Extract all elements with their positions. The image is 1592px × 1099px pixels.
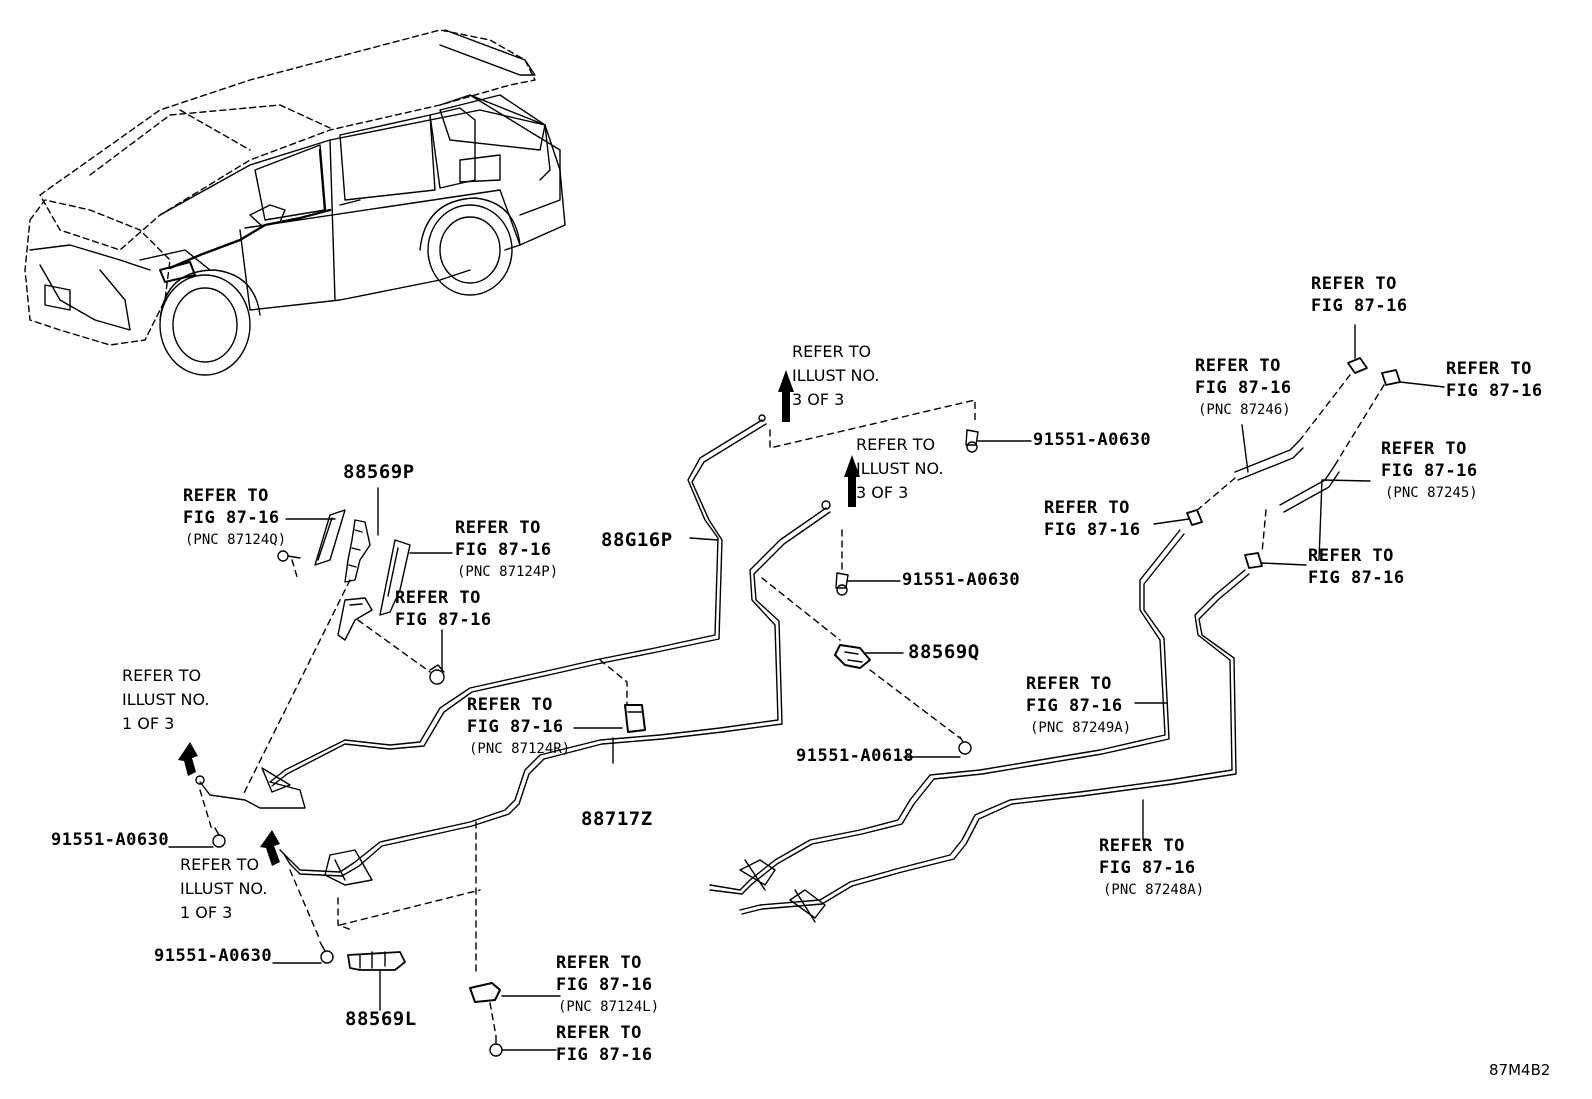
ref-line2: FIG 87-16 [1308, 568, 1405, 588]
ref-line2: FIG 87-16 [556, 975, 653, 995]
ref-line2: FIG 87-16 [1311, 296, 1408, 316]
left-group-drawing [195, 414, 831, 1057]
arrows [178, 370, 860, 866]
ref-line1: REFER TO [467, 695, 553, 715]
ref-line1: REFER TO [1381, 439, 1467, 459]
ref-pnc: (PNC 87246) [1198, 402, 1291, 418]
ref-line2: FIG 87-16 [1044, 520, 1141, 540]
middle-group-drawing [761, 399, 979, 755]
illust-line1: REFER TO [122, 666, 202, 685]
vehicle-illustration [24, 29, 566, 376]
illust-line3: 1 OF 3 [180, 903, 233, 922]
ref-line1: REFER TO [556, 1023, 642, 1043]
part-88569l-label[interactable]: 88569L [345, 1008, 417, 1030]
right-group-drawing [709, 357, 1401, 923]
ref-line2: FIG 87-16 [1099, 858, 1196, 878]
ref-line1: REFER TO [1044, 498, 1130, 518]
illust-line2: ILLUST NO. [122, 690, 210, 709]
ref-line1: REFER TO [1446, 359, 1532, 379]
ref-line2: FIG 87-16 [1195, 378, 1292, 398]
illust-line1: REFER TO [856, 435, 936, 454]
ref-line2: FIG 87-16 [183, 508, 280, 528]
illust-line1: REFER TO [180, 855, 260, 874]
illust-line1: REFER TO [792, 342, 872, 361]
ref-line2: FIG 87-16 [455, 540, 552, 560]
bolt-left2-label[interactable]: 91551-A0630 [154, 946, 273, 966]
ref-line1: REFER TO [183, 486, 269, 506]
part-88569p-label[interactable]: 88569P [343, 461, 415, 483]
ref-line1: REFER TO [1311, 274, 1397, 294]
ref-pnc: (PNC 87124L) [558, 999, 660, 1015]
ref-pnc: (PNC 87124R) [469, 741, 571, 757]
bolt-left1-label[interactable]: 91551-A0630 [51, 830, 170, 850]
illustration-code: 87M4B2 [1489, 1061, 1551, 1079]
ref-line1: REFER TO [1195, 356, 1281, 376]
bolt-mid-label[interactable]: 91551-A0630 [902, 570, 1021, 590]
bolt-top-label[interactable]: 91551-A0630 [1033, 430, 1152, 450]
ref-line2: FIG 87-16 [467, 717, 564, 737]
illust-line2: ILLUST NO. [180, 879, 268, 898]
ref-pnc: (PNC 87249A) [1030, 720, 1132, 736]
ref-line2: FIG 87-16 [1381, 461, 1478, 481]
ref-line1: REFER TO [556, 953, 642, 973]
part-88569q-label[interactable]: 88569Q [908, 641, 980, 663]
ref-line2: FIG 87-16 [395, 610, 492, 630]
illust-line3: 3 OF 3 [856, 483, 909, 502]
harness-88717z [279, 500, 831, 886]
ref-pnc: (PNC 87124P) [457, 564, 559, 580]
ref-line1: REFER TO [1099, 836, 1185, 856]
ref-line1: REFER TO [455, 518, 541, 538]
illust-line3: 3 OF 3 [792, 390, 845, 409]
part-88717z-label[interactable]: 88717Z [581, 808, 653, 830]
harness-88g16p [195, 414, 767, 809]
part-88g16p-label[interactable]: 88G16P [601, 529, 673, 551]
ref-line1: REFER TO [1308, 546, 1394, 566]
ref-line2: FIG 87-16 [1026, 696, 1123, 716]
ref-pnc: (PNC 87245) [1385, 485, 1478, 501]
illust-line2: ILLUST NO. [856, 459, 944, 478]
ref-pnc: (PNC 87124Q) [185, 532, 287, 548]
ref-pnc: (PNC 87248A) [1103, 882, 1205, 898]
leader-lines [168, 324, 1445, 1051]
ref-line1: REFER TO [395, 588, 481, 608]
illust-line3: 1 OF 3 [122, 714, 175, 733]
ref-line2: FIG 87-16 [556, 1045, 653, 1065]
bolt-a0618-label[interactable]: 91551-A0618 [796, 746, 915, 766]
illust-line2: ILLUST NO. [792, 366, 880, 385]
ref-line2: FIG 87-16 [1446, 381, 1543, 401]
ref-line1: REFER TO [1026, 674, 1112, 694]
